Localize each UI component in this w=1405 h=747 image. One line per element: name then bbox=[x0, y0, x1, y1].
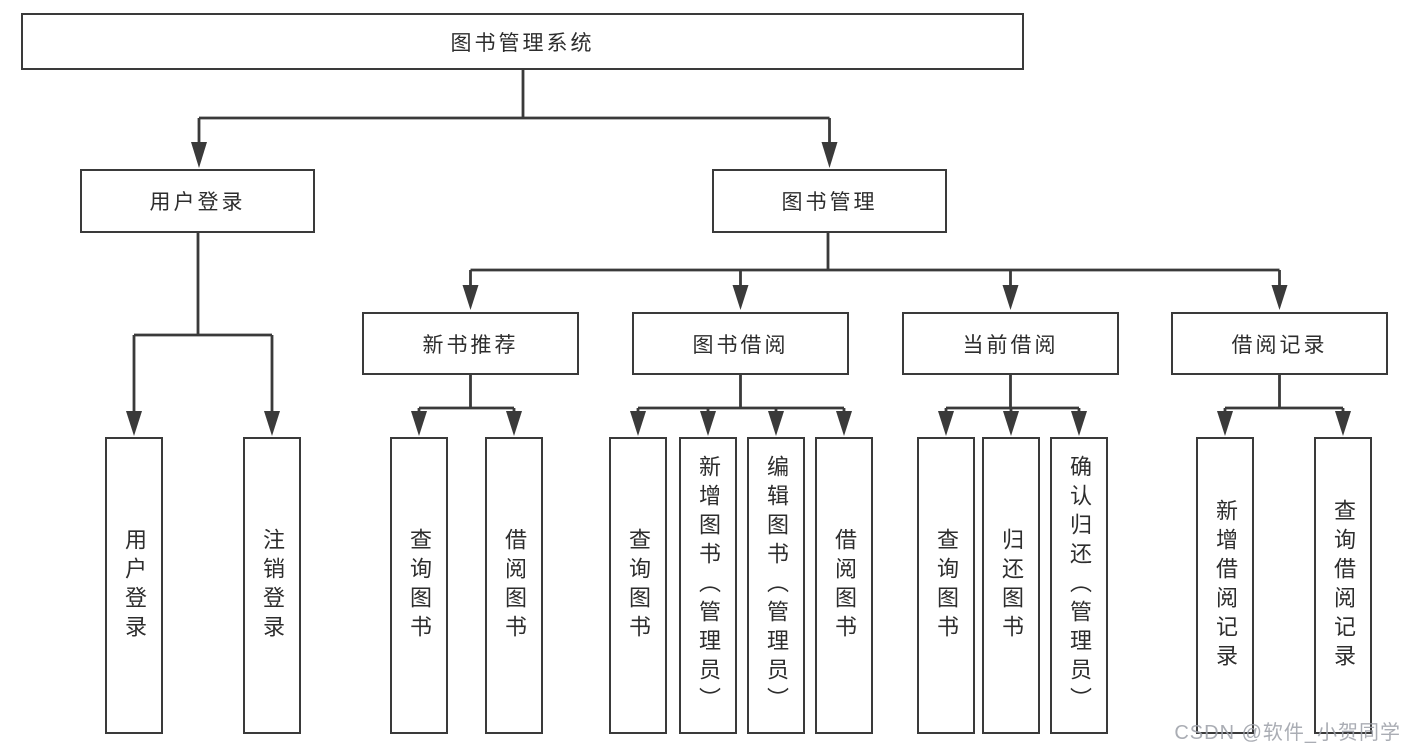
leaf-query-books-1: 查询图书 bbox=[390, 437, 448, 734]
node-user-login: 用户登录 bbox=[80, 169, 315, 233]
node-book-management: 图书管理 bbox=[712, 169, 947, 233]
node-root-library-system: 图书管理系统 bbox=[21, 13, 1024, 70]
leaf-logout: 注销登录 bbox=[243, 437, 301, 734]
node-current-borrow: 当前借阅 bbox=[902, 312, 1119, 375]
leaf-return-books: 归还图书 bbox=[982, 437, 1040, 734]
leaf-query-books-2: 查询图书 bbox=[609, 437, 667, 734]
leaf-user-login: 用户登录 bbox=[105, 437, 163, 734]
node-new-book-recommend: 新书推荐 bbox=[362, 312, 579, 375]
leaf-confirm-return-admin: 确认归还（管理员） bbox=[1050, 437, 1108, 734]
csdn-watermark: CSDN @软件_小贺同学 bbox=[1174, 722, 1401, 744]
leaf-borrow-books-1: 借阅图书 bbox=[485, 437, 543, 734]
leaf-query-books-3: 查询图书 bbox=[917, 437, 975, 734]
node-book-borrow: 图书借阅 bbox=[632, 312, 849, 375]
leaf-borrow-books-2: 借阅图书 bbox=[815, 437, 873, 734]
leaf-add-books-admin: 新增图书（管理员） bbox=[679, 437, 737, 734]
node-borrow-records: 借阅记录 bbox=[1171, 312, 1388, 375]
leaf-query-borrow-record: 查询借阅记录 bbox=[1314, 437, 1372, 734]
leaf-add-borrow-record: 新增借阅记录 bbox=[1196, 437, 1254, 734]
leaf-edit-books-admin: 编辑图书（管理员） bbox=[747, 437, 805, 734]
arrowheads bbox=[126, 142, 1351, 436]
